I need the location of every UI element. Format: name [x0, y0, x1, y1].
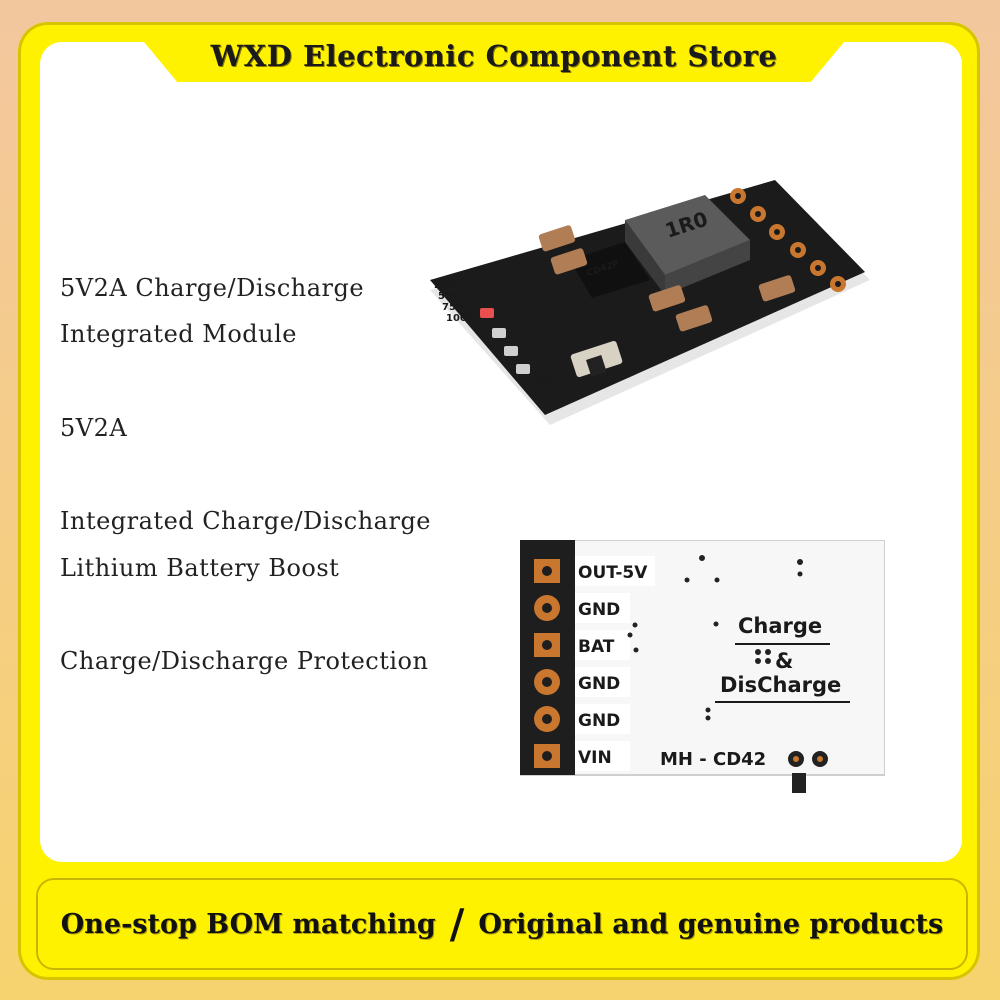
- led-label-4: 100%: [446, 313, 477, 324]
- silk-ampersand: &: [775, 649, 793, 673]
- silk-charge: Charge: [738, 614, 822, 638]
- footer-left-text: One-stop BOM matching: [60, 908, 436, 940]
- pin-label-gnd-2: GND: [578, 674, 620, 694]
- footer-right-text: Original and genuine products: [478, 908, 944, 940]
- led-label-3: 75%: [442, 302, 466, 313]
- feature-line-6: Charge/Discharge Protection: [60, 647, 429, 675]
- footer-banner: One-stop BOM matching / Original and gen…: [36, 878, 968, 970]
- feature-line-1: 5V2A Charge/Discharge: [60, 274, 365, 302]
- silk-discharge: DisCharge: [720, 673, 841, 697]
- bottom-board-image: OUT-5V GND BAT GND GND VIN Charge & DisC…: [520, 540, 885, 793]
- feature-line-3: 5V2A: [60, 414, 128, 442]
- pin-label-out5v: OUT-5V: [578, 563, 648, 583]
- feature-line-5: Lithium Battery Boost: [60, 554, 340, 582]
- store-name: WXD Electronic Component Store: [210, 39, 778, 73]
- switch-knob: [792, 773, 806, 793]
- footer-separator: /: [449, 900, 465, 948]
- pcb-body: [430, 180, 865, 415]
- feature-line-4: Integrated Charge/Discharge: [60, 507, 432, 535]
- chip: [570, 242, 650, 298]
- pin-label-vin: VIN: [578, 748, 612, 768]
- store-banner: WXD Electronic Component Store: [134, 30, 854, 82]
- led-label-1: 25%: [434, 280, 458, 291]
- pin-label-gnd-1: GND: [578, 600, 620, 620]
- model-mark: MH - CD42: [660, 749, 766, 770]
- pin-label-gnd-3: GND: [578, 711, 620, 731]
- feature-line-2: Integrated Module: [60, 320, 297, 348]
- top-board-image: 1R0 CD42P 25% 50% 75% 100% KEY: [430, 180, 870, 425]
- pin-label-bat: BAT: [578, 637, 615, 657]
- inductor: [625, 195, 750, 275]
- led-label-2: 50%: [438, 291, 462, 302]
